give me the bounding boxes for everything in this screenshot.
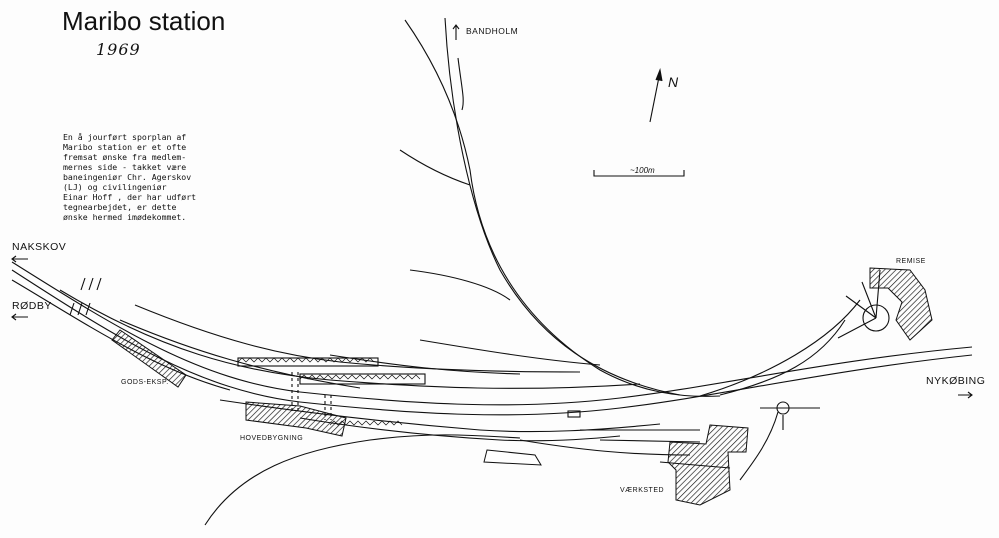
label-gods-eksp: GODS-EKSP.	[121, 379, 169, 386]
remise-curve-2	[699, 299, 861, 397]
rodby-arrow	[11, 313, 28, 321]
station-track-a	[59, 289, 641, 389]
bandholm-track-2	[444, 17, 681, 396]
bandholm-siding-2	[409, 269, 511, 301]
label-bandholm: BANDHOLM	[466, 26, 519, 36]
nakskov-arrow	[11, 255, 28, 263]
remise-curve-1	[719, 319, 846, 396]
description-note: En å jourført sporplan af Maribo station…	[63, 132, 197, 222]
page-title: Maribo station	[62, 6, 226, 36]
small-hut	[567, 410, 581, 418]
south-branch	[204, 434, 521, 526]
scale-bar	[593, 170, 685, 177]
bandholm-track-1	[404, 19, 721, 397]
label-nakskov: NAKSKOV	[12, 241, 67, 253]
nykobing-arrow	[958, 391, 973, 399]
remise-building	[869, 267, 933, 341]
remise-fan-lines	[837, 269, 881, 339]
crossing-dashes	[291, 372, 299, 412]
label-vaerksted: VÆRKSTED	[620, 487, 665, 494]
level-crossing-marks	[69, 277, 102, 316]
platform-zigzag-1	[237, 357, 375, 363]
north-label: N	[668, 74, 679, 90]
label-rodby: RØDBY	[12, 300, 52, 312]
label-hovedbygning: HOVEDBYGNING	[240, 435, 304, 442]
station-track-c	[119, 319, 361, 389]
station-track-f	[329, 354, 521, 375]
bandholm-siding-1	[399, 149, 471, 186]
workshop-siding-1	[519, 439, 691, 456]
turntable-circle	[862, 304, 890, 332]
warehouse-outline	[483, 449, 542, 466]
vaerksted-building	[667, 424, 749, 506]
workshop-siding-3	[599, 439, 701, 443]
station-track-b	[134, 304, 581, 373]
label-nykobing: NYKØBING	[926, 375, 986, 387]
label-remise: REMISE	[896, 258, 926, 265]
scale-label: ~100m	[630, 166, 655, 175]
turntable-small	[776, 401, 790, 415]
station-track-g	[419, 339, 601, 366]
hovedbygning-building	[245, 401, 347, 437]
gods-eksp-building	[111, 329, 187, 388]
platform-zigzag-2	[299, 374, 421, 380]
plan-year: 1969	[96, 40, 141, 59]
north-arrow-head[interactable]	[655, 68, 663, 82]
turntable-spur-3	[739, 411, 779, 481]
bandholm-track-3	[457, 57, 464, 111]
bandholm-arrow	[452, 24, 460, 40]
station-track-e	[299, 417, 621, 442]
